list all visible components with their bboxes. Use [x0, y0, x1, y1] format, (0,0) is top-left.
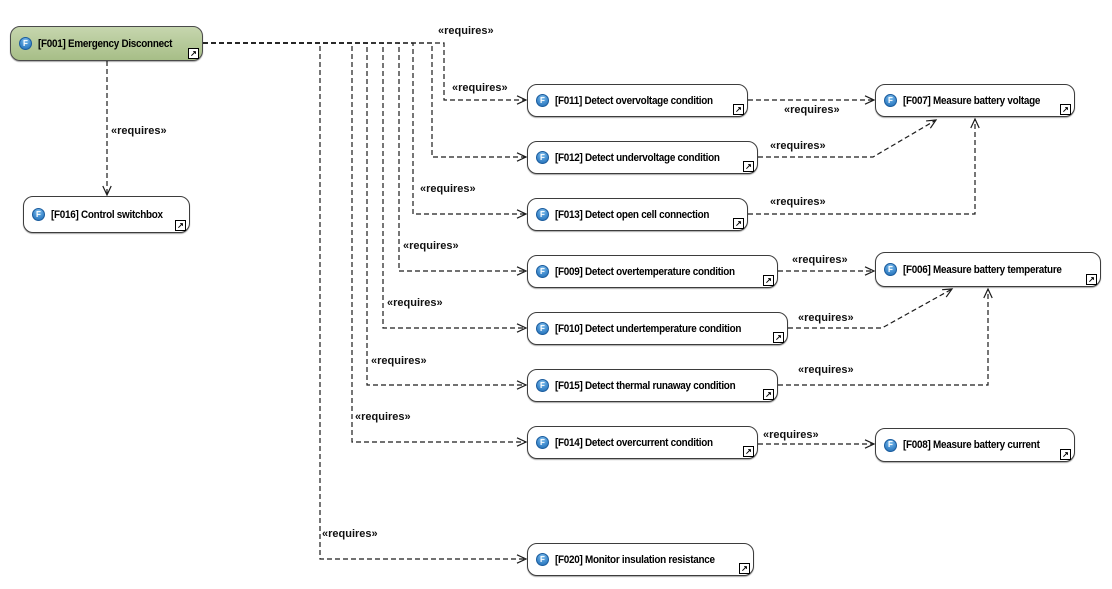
edge-stereotype-label: «requires»	[110, 125, 168, 137]
node-label: [F016] Control switchbox	[51, 208, 163, 221]
node-label: [F006] Measure battery temperature	[903, 263, 1062, 276]
open-diagram-icon[interactable]: ↗	[1086, 274, 1097, 285]
open-diagram-icon[interactable]: ↗	[739, 563, 750, 574]
node-label: [F013] Detect open cell connection	[555, 208, 710, 221]
edge-stereotype-label: «requires»	[370, 355, 428, 367]
edge-F012-F007	[758, 119, 938, 158]
function-icon: F	[19, 37, 32, 50]
edge-stereotype-label: «requires»	[762, 429, 820, 441]
function-icon: F	[536, 553, 549, 566]
function-icon: F	[32, 208, 45, 221]
function-icon: F	[884, 263, 897, 276]
function-icon: F	[536, 94, 549, 107]
node-F001[interactable]: F [F001] Emergency Disconnect ↗	[10, 26, 203, 61]
function-icon: F	[884, 438, 897, 452]
node-F013[interactable]: F [F013] Detect open cell connection ↗	[527, 198, 748, 231]
edge-stereotype-label: «requires»	[783, 104, 841, 116]
function-icon: F	[536, 322, 549, 335]
function-icon: F	[884, 94, 897, 107]
edge-stereotype-label: «requires»	[791, 254, 849, 266]
open-diagram-icon[interactable]: ↗	[733, 104, 744, 115]
edge-F001-F013	[203, 42, 528, 219]
edge-stereotype-label: «requires»	[402, 240, 460, 252]
node-F010[interactable]: F [F010] Detect undertemperature conditi…	[527, 312, 788, 345]
node-label: [F020] Monitor insulation resistance	[555, 553, 715, 566]
node-label: [F015] Detect thermal runaway condition	[555, 379, 736, 392]
node-label: [F009] Detect overtemperature condition	[555, 265, 735, 278]
open-diagram-icon[interactable]: ↗	[175, 220, 186, 231]
open-diagram-icon[interactable]: ↗	[188, 48, 199, 59]
function-icon: F	[536, 265, 549, 278]
edge-F015-F006	[778, 287, 993, 386]
edge-stereotype-label: «requires»	[769, 196, 827, 208]
edge-F001-F014	[203, 42, 528, 447]
function-icon: F	[536, 151, 549, 164]
function-icon: F	[536, 379, 549, 392]
open-diagram-icon[interactable]: ↗	[1060, 104, 1071, 115]
function-icon: F	[536, 436, 549, 449]
node-F011[interactable]: F [F011] Detect overvoltage condition ↗	[527, 84, 748, 117]
node-F008[interactable]: F [F008] Measure battery current ↗	[875, 428, 1075, 462]
edge-stereotype-label: «requires»	[354, 411, 412, 423]
node-label: [F012] Detect undervoltage condition	[555, 151, 720, 164]
open-diagram-icon[interactable]: ↗	[773, 332, 784, 343]
edge-stereotype-label: «requires»	[419, 183, 477, 195]
node-F007[interactable]: F [F007] Measure battery voltage ↗	[875, 84, 1075, 117]
node-F009[interactable]: F [F009] Detect overtemperature conditio…	[527, 255, 778, 288]
node-label: [F011] Detect overvoltage condition	[555, 94, 713, 107]
node-label: [F007] Measure battery voltage	[903, 94, 1041, 107]
open-diagram-icon[interactable]: ↗	[743, 446, 754, 457]
edge-stereotype-label: «requires»	[769, 140, 827, 152]
function-icon: F	[536, 208, 549, 221]
open-diagram-icon[interactable]: ↗	[743, 161, 754, 172]
node-label: [F014] Detect overcurrent condition	[555, 436, 713, 449]
node-label: [F010] Detect undertemperature condition	[555, 322, 742, 335]
edge-F001-F015	[203, 42, 528, 390]
open-diagram-icon[interactable]: ↗	[733, 218, 744, 229]
open-diagram-icon[interactable]: ↗	[1060, 449, 1071, 460]
edge-F013-F007	[748, 117, 980, 215]
node-F012[interactable]: F [F012] Detect undervoltage condition ↗	[527, 141, 758, 174]
node-F014[interactable]: F [F014] Detect overcurrent condition ↗	[527, 426, 758, 459]
node-label: [F008] Measure battery current	[903, 439, 1040, 451]
edge-stereotype-label: «requires»	[797, 312, 855, 324]
edge-F001-F020	[203, 42, 528, 564]
open-diagram-icon[interactable]: ↗	[763, 389, 774, 400]
node-F006[interactable]: F [F006] Measure battery temperature ↗	[875, 252, 1101, 287]
edge-stereotype-label: «requires»	[437, 25, 495, 37]
node-F015[interactable]: F [F015] Detect thermal runaway conditio…	[527, 369, 778, 402]
open-diagram-icon[interactable]: ↗	[763, 275, 774, 286]
node-F020[interactable]: F [F020] Monitor insulation resistance ↗	[527, 543, 754, 576]
node-F016[interactable]: F [F016] Control switchbox ↗	[23, 196, 190, 233]
edge-stereotype-label: «requires»	[321, 528, 379, 540]
edge-stereotype-label: «requires»	[451, 82, 509, 94]
node-label: [F001] Emergency Disconnect	[38, 37, 173, 50]
edge-stereotype-label: «requires»	[386, 297, 444, 309]
edge-F010-F006	[788, 288, 954, 329]
edge-stereotype-label: «requires»	[797, 364, 855, 376]
